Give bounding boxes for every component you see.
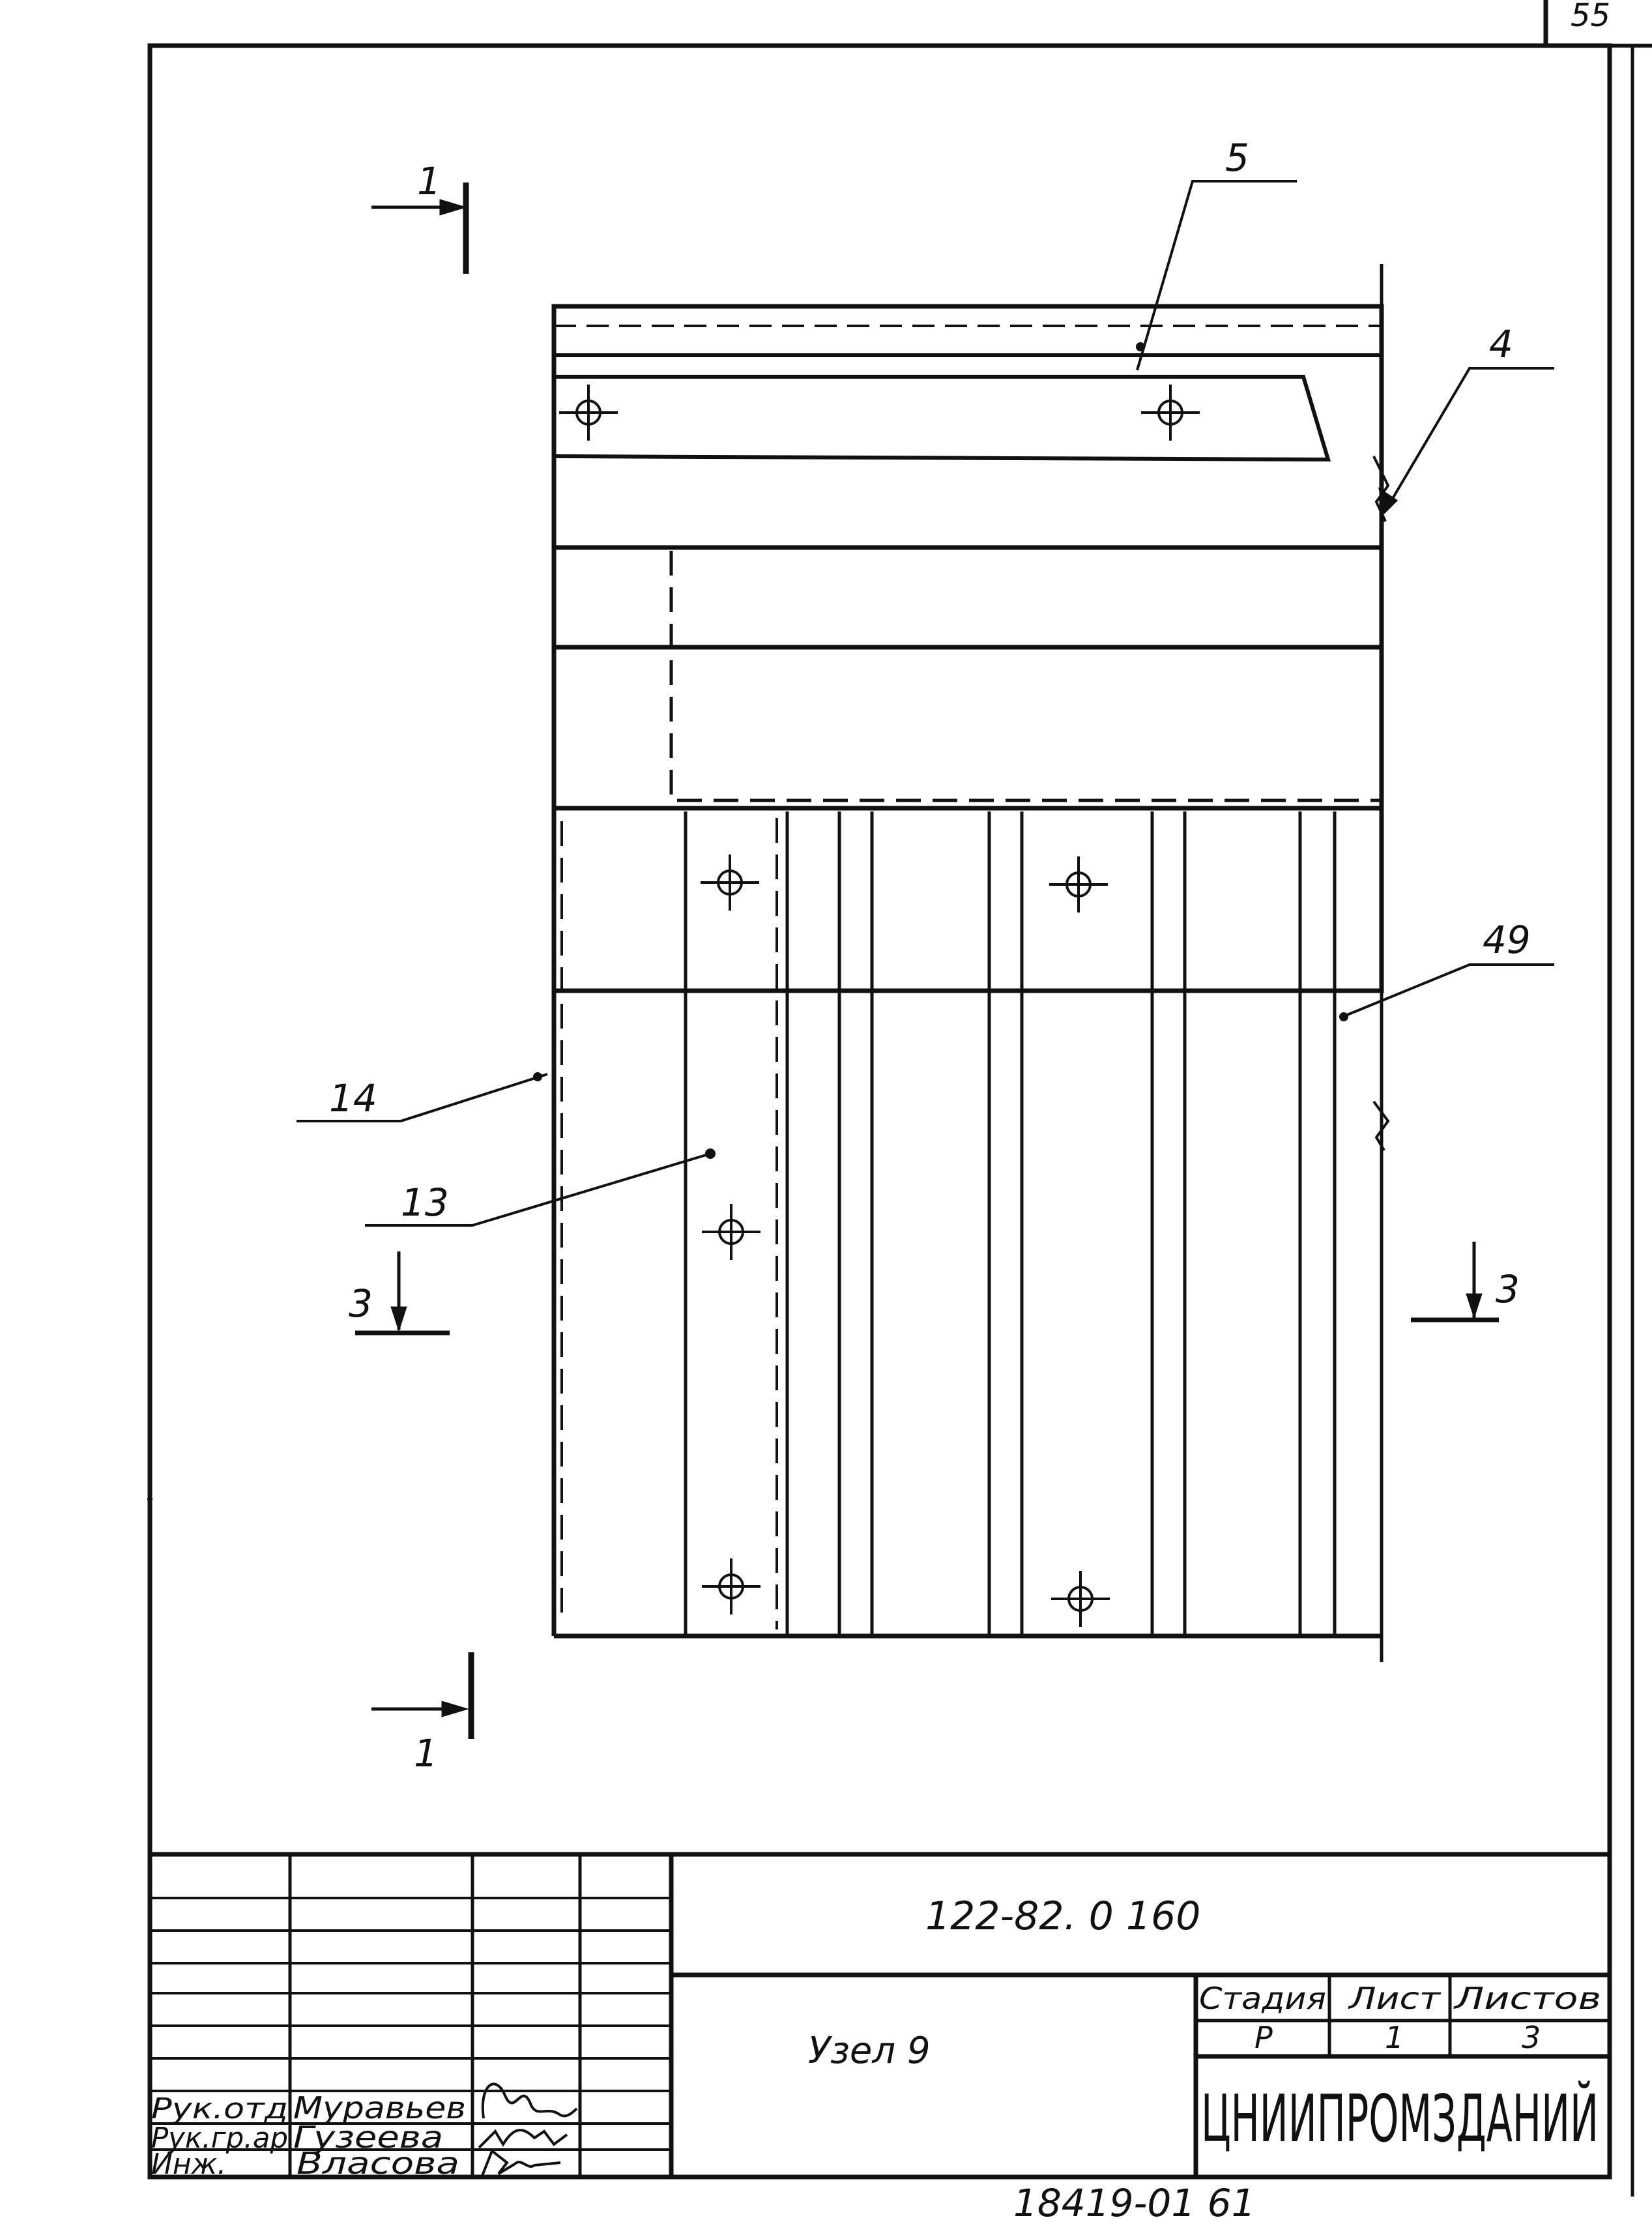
stage-header: Стадия [1199, 1981, 1326, 2016]
bolt-icon [702, 1558, 761, 1614]
node-drawing [551, 264, 1390, 1662]
signatures [478, 2082, 578, 2176]
role-label: Рук.отд [151, 2092, 288, 2125]
bolt-holes [559, 385, 1200, 1627]
sheet-value: 1 [1385, 2020, 1404, 2055]
name-label: Муравьев [293, 2090, 466, 2125]
profiled-sheet-ribs [785, 811, 1337, 1636]
document-code: 122-82. 0 160 [925, 1893, 1200, 1939]
bolt-icon [1049, 856, 1108, 913]
name-label: Гузеева [293, 2120, 443, 2155]
callout-leaders [297, 180, 1554, 1227]
role-label: Рук.гр.ар [151, 2122, 288, 2155]
sheet-frame [147, 43, 1634, 2197]
section-label-1-top: 1 [417, 159, 441, 203]
callout-49: 49 [1483, 918, 1531, 962]
callout-14: 14 [329, 1076, 377, 1120]
bolt-icon [1051, 1571, 1110, 1627]
stage-value: Р [1254, 2020, 1273, 2055]
section-label-3-right: 3 [1496, 1267, 1520, 1311]
bolt-icon [702, 1204, 761, 1260]
organization-name: ЦНИИПРОМЗДАНИЙ [1201, 2081, 1599, 2157]
sheet-title: Узел 9 [808, 2030, 931, 2072]
bolt-icon [701, 854, 759, 911]
name-label: Власова [297, 2146, 459, 2181]
sheets-header: Листов [1453, 1981, 1601, 2016]
title-block [150, 1852, 1610, 2177]
sheet-header: Лист [1348, 1981, 1442, 2016]
signature-2 [478, 2129, 568, 2149]
section-label-1-bottom: 1 [414, 1731, 438, 1775]
signature-3 [481, 2148, 561, 2176]
hidden-plate [669, 551, 1382, 802]
callout-5: 5 [1225, 136, 1249, 180]
plate-part-5 [553, 375, 1331, 462]
corner-mark: 55 [1571, 0, 1610, 34]
signature-1 [481, 2082, 578, 2119]
section-label-3-left: 3 [349, 1281, 373, 1326]
role-label: Инж. [151, 2148, 226, 2181]
bolt-icon [559, 385, 618, 441]
sheets-value: 3 [1522, 2020, 1541, 2055]
footer-number: 18419-01 61 [1013, 2181, 1255, 2220]
callout-13: 13 [401, 1180, 449, 1225]
bolt-icon [1141, 385, 1200, 441]
corner-stamp-fragment: 55 [1543, 0, 1652, 48]
section-markers [355, 183, 1499, 1739]
callout-4: 4 [1489, 322, 1513, 366]
